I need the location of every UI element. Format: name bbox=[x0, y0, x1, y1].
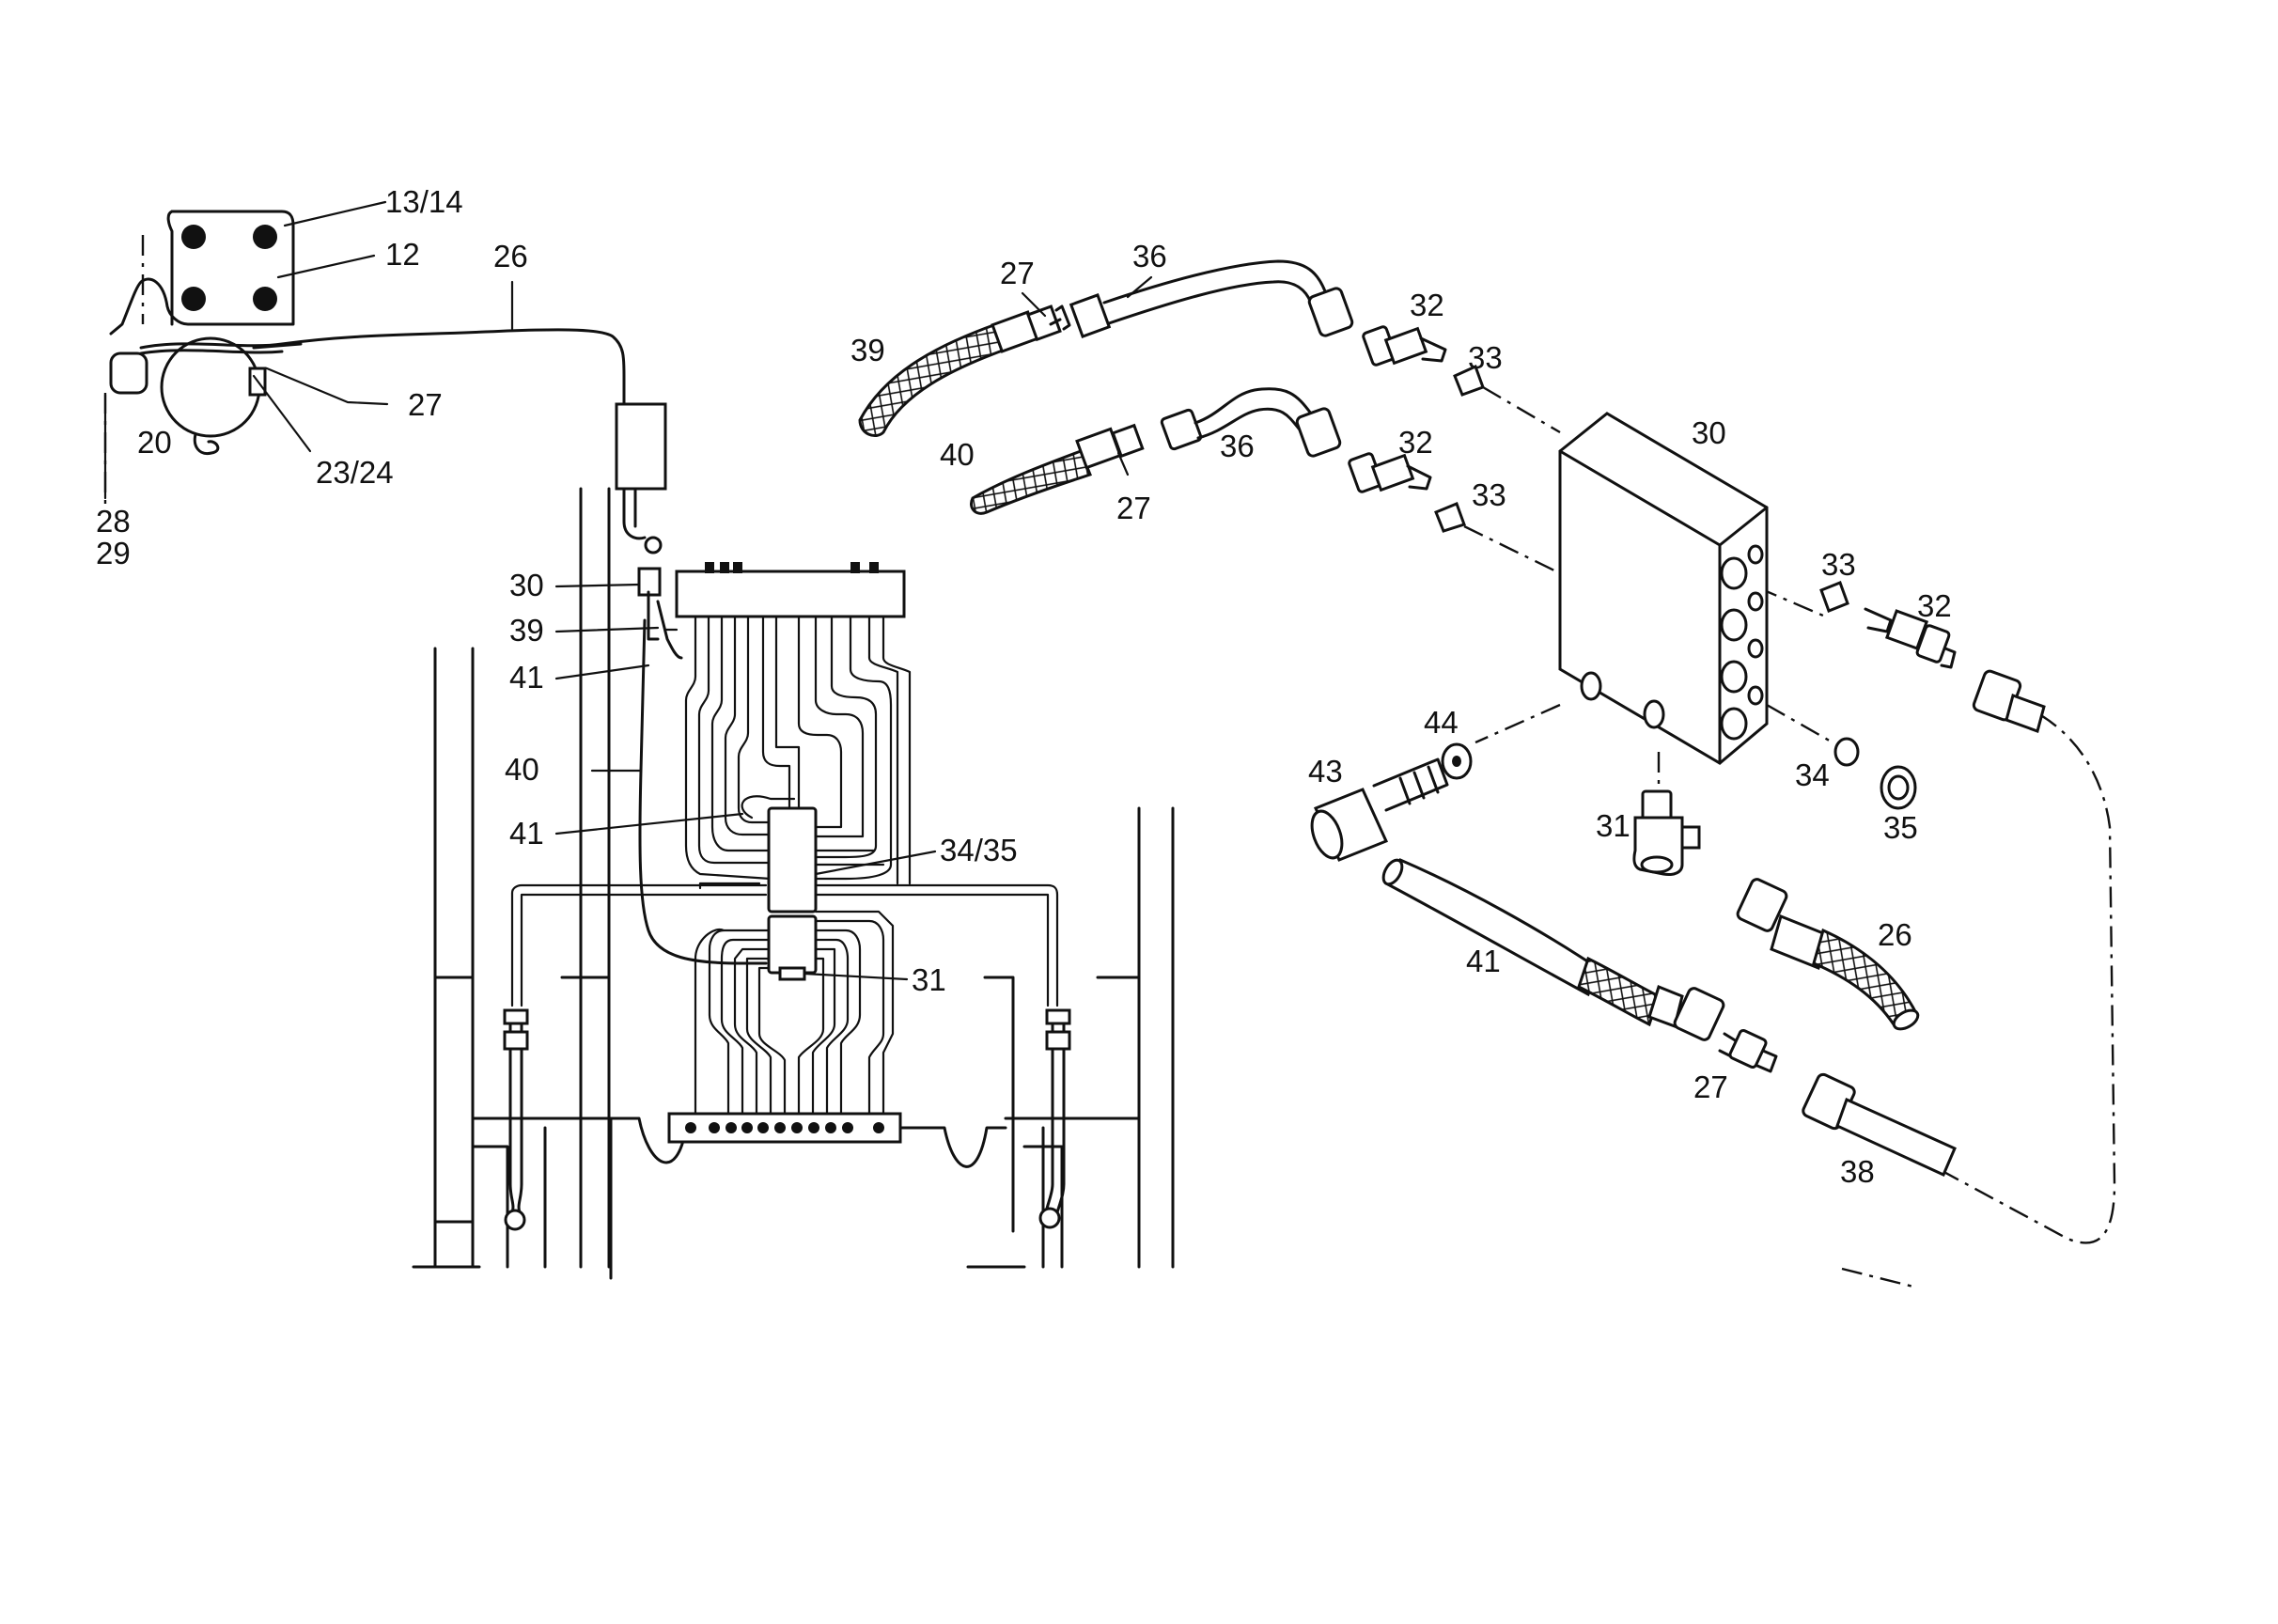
label-31-left: 31 bbox=[912, 962, 946, 997]
plug-35 bbox=[1880, 765, 1917, 810]
label-34-35-left: 34/35 bbox=[940, 833, 1018, 867]
pump-bracket bbox=[109, 210, 295, 336]
label-34-right: 34 bbox=[1795, 757, 1830, 792]
label-26-right: 26 bbox=[1878, 917, 1912, 952]
bolt-43 bbox=[1310, 757, 1449, 862]
label-36-right-a: 36 bbox=[1132, 239, 1167, 273]
label-20: 20 bbox=[137, 425, 172, 460]
pipe-38 bbox=[1802, 1072, 1957, 1178]
bolt-icon bbox=[253, 287, 277, 311]
label-27-pump: 27 bbox=[408, 387, 443, 422]
top-distributor-block bbox=[675, 562, 906, 618]
label-41-left-a: 41 bbox=[509, 660, 544, 695]
label-39-left: 39 bbox=[509, 613, 544, 648]
side-hoses bbox=[503, 1008, 1071, 1231]
tee-fitting-31 bbox=[1632, 789, 1701, 876]
cross-lines bbox=[510, 849, 1059, 1007]
seal-34 bbox=[1833, 737, 1860, 767]
bottom-distributor-block bbox=[667, 1112, 902, 1144]
label-35-right: 35 bbox=[1883, 810, 1918, 845]
label-33-right-a: 33 bbox=[1468, 340, 1503, 375]
fitting-32-right bbox=[1864, 607, 1957, 669]
label-40-right: 40 bbox=[940, 437, 975, 472]
cone-33-right bbox=[1819, 581, 1849, 613]
label-13-14: 13/14 bbox=[385, 184, 463, 219]
label-44: 44 bbox=[1424, 705, 1459, 740]
nut-right bbox=[1972, 669, 2046, 733]
center-distributor-block bbox=[698, 795, 818, 975]
hose-26 bbox=[1736, 878, 1920, 1031]
grease-pump bbox=[103, 336, 267, 508]
bolt-icon bbox=[181, 287, 206, 311]
label-29: 29 bbox=[96, 536, 131, 570]
bolt-icon bbox=[253, 225, 277, 249]
cone-33-middle bbox=[1434, 502, 1466, 533]
pipe-36-lower bbox=[1160, 387, 1342, 458]
washer-44 bbox=[1441, 742, 1473, 780]
distributor-block-30 bbox=[1558, 412, 1769, 765]
fitting-32-upper bbox=[1362, 325, 1447, 367]
label-40-left: 40 bbox=[505, 752, 539, 787]
feed-lines bbox=[663, 615, 912, 885]
label-39-right: 39 bbox=[850, 333, 885, 367]
label-30-left: 30 bbox=[509, 568, 544, 602]
label-27-right-b: 27 bbox=[1116, 491, 1151, 525]
label-28: 28 bbox=[96, 504, 131, 539]
supply-pipe bbox=[139, 328, 768, 965]
outlet-ports bbox=[1720, 544, 1764, 741]
label-27-right-a: 27 bbox=[1000, 256, 1035, 290]
label-32-right-a: 32 bbox=[1410, 288, 1444, 322]
label-41-right: 41 bbox=[1466, 944, 1501, 978]
label-26-top: 26 bbox=[493, 239, 528, 273]
label-33-right-c: 33 bbox=[1821, 547, 1856, 582]
pipe-36-upper bbox=[1069, 259, 1354, 338]
label-32-right-b: 32 bbox=[1398, 425, 1433, 460]
fitting-27-lower bbox=[1718, 1028, 1778, 1073]
label-36-right-b: 36 bbox=[1220, 429, 1255, 463]
label-38-right: 38 bbox=[1840, 1154, 1875, 1189]
assembly-centerlines bbox=[1463, 385, 2116, 1289]
label-32-right-c: 32 bbox=[1917, 588, 1952, 623]
leader-lines bbox=[103, 200, 1153, 981]
label-30-right: 30 bbox=[1692, 415, 1726, 450]
label-31-right: 31 bbox=[1596, 808, 1630, 843]
label-12: 12 bbox=[385, 237, 420, 272]
bolt-icon bbox=[181, 225, 206, 249]
hose-39 bbox=[858, 304, 1071, 437]
part-labels: 13/14 12 26 27 20 23/24 28 29 30 39 41 4… bbox=[96, 184, 1952, 1189]
label-43: 43 bbox=[1308, 754, 1343, 789]
hose-40 bbox=[970, 423, 1145, 515]
fitting-27-upper bbox=[1049, 318, 1062, 326]
bottom-feed-lines bbox=[694, 910, 895, 1120]
fitting-32-middle bbox=[1348, 452, 1432, 493]
label-27-right-c: 27 bbox=[1693, 1070, 1728, 1104]
label-23-24: 23/24 bbox=[316, 455, 394, 490]
label-33-right-b: 33 bbox=[1472, 477, 1506, 512]
label-41-left-b: 41 bbox=[509, 816, 544, 851]
hose-41 bbox=[1381, 858, 1725, 1041]
